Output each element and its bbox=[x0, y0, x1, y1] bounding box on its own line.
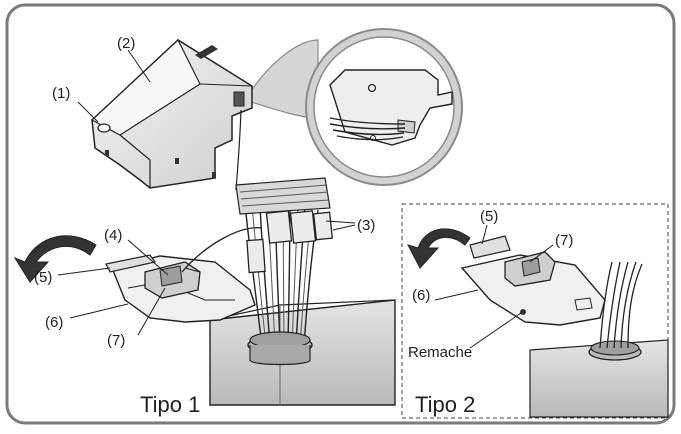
label-2: (2) bbox=[117, 35, 135, 52]
sensor-box bbox=[90, 39, 253, 191]
label-7-type1: (7) bbox=[107, 332, 125, 349]
type2-scene bbox=[407, 228, 669, 418]
type2-frame bbox=[401, 203, 669, 419]
label-rivet: Remache bbox=[408, 344, 472, 361]
caption-type2: Tipo 2 bbox=[415, 392, 475, 417]
label-7-type2: (7) bbox=[555, 232, 573, 249]
zoom-callout bbox=[244, 28, 463, 186]
caption-type1: Tipo 1 bbox=[140, 392, 200, 417]
label-6-type1: (6) bbox=[45, 314, 63, 331]
label-5-type2: (5) bbox=[480, 208, 498, 225]
type1-scene bbox=[13, 177, 396, 406]
leader-lines bbox=[57, 49, 554, 349]
label-6-type2: (6) bbox=[412, 287, 430, 304]
label-4: (4) bbox=[104, 227, 122, 244]
label-3: (3) bbox=[357, 217, 375, 234]
label-5-type1: (5) bbox=[34, 269, 52, 286]
label-1: (1) bbox=[52, 85, 70, 102]
